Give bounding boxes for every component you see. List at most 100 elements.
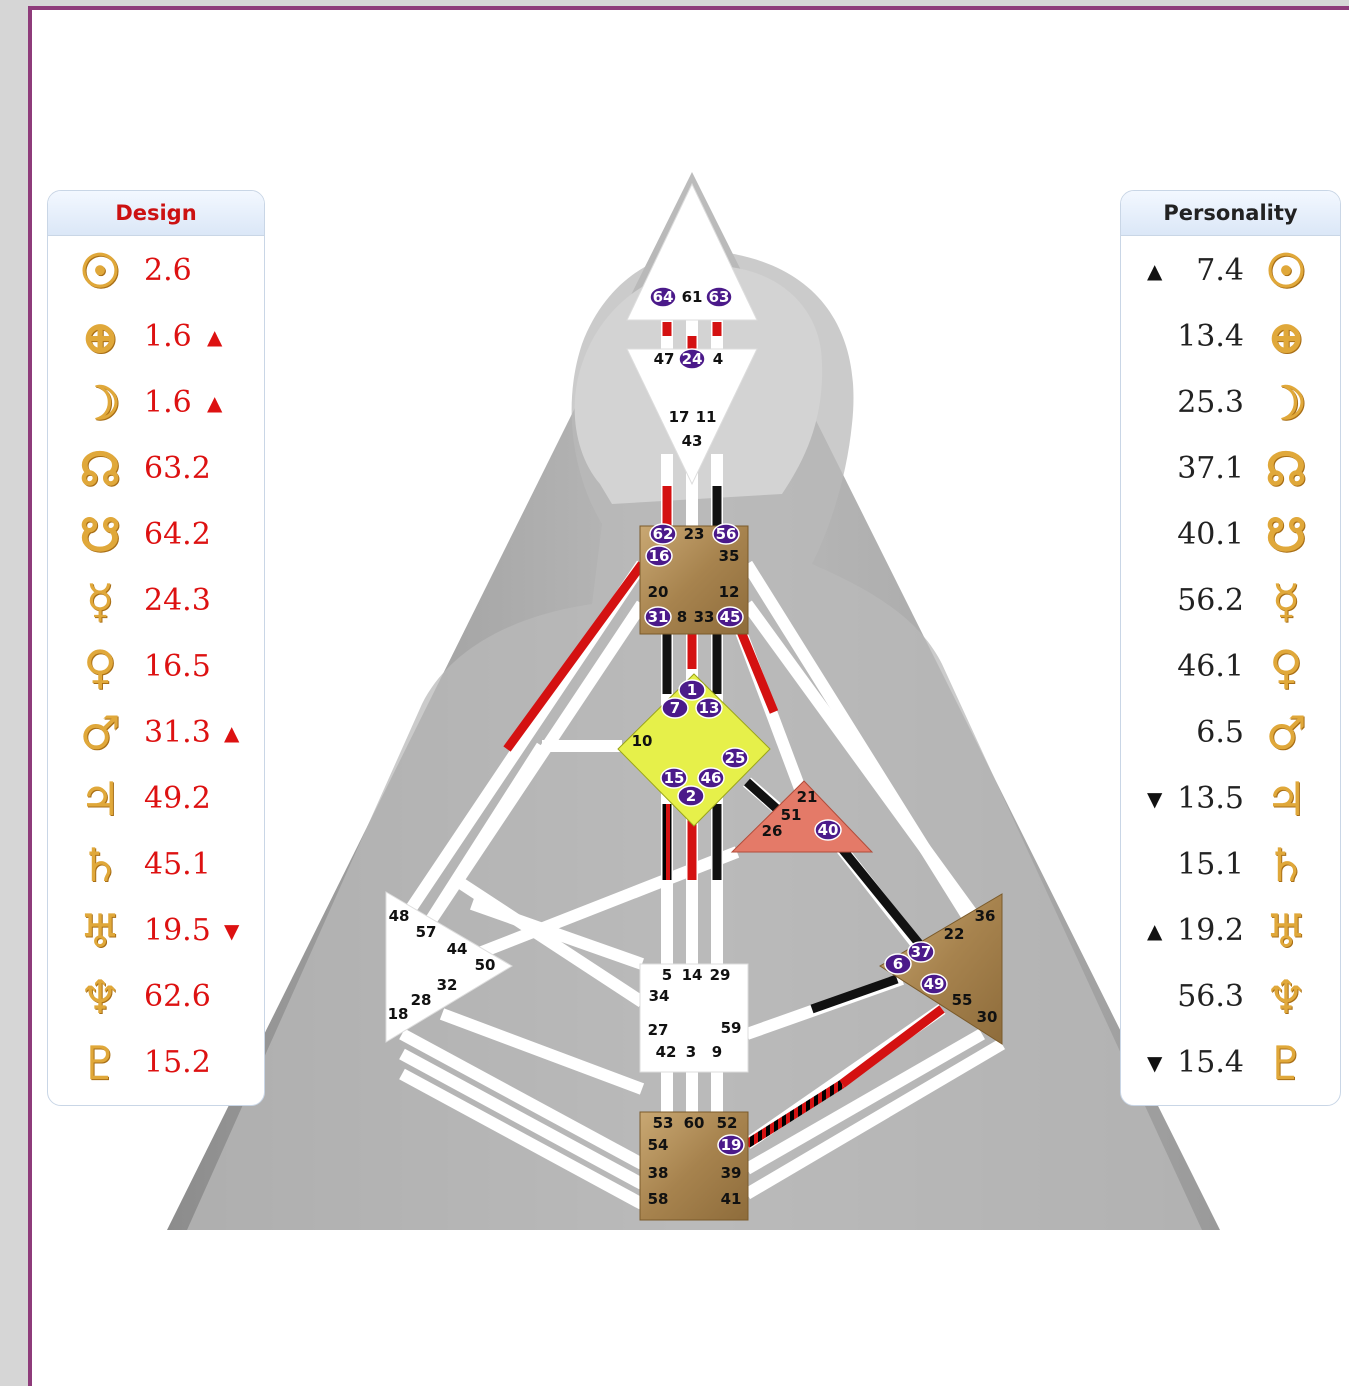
g-center [617,673,771,827]
design-row-pluto: ♇15.2 [48,1033,264,1093]
personality-gate-value: 6.5 [1196,715,1244,750]
design-gate-value: 49.2 [144,781,211,816]
gate-22-label: 22 [944,925,965,943]
gate-10-label: 10 [632,732,653,750]
design-row-mars: ♂31.3▲ [48,703,264,763]
design-row-venus: ♀16.5 [48,637,264,697]
gate-3: 3 [686,1043,696,1061]
gate-55-label: 55 [952,991,973,1009]
personality-gate-value: 25.3 [1177,385,1244,420]
gate-4: 4 [713,350,723,368]
gate-30: 30 [977,1008,998,1026]
design-gate-value: 31.3 [144,715,211,750]
gate-8-label: 8 [677,608,687,626]
gate-24-label: 24 [682,350,703,368]
gate-32: 32 [437,976,458,994]
sun-icon: ☉ [79,244,121,298]
gate-3-label: 3 [686,1043,696,1061]
gate-45: 45 [716,606,744,628]
gate-2-badge [677,785,705,807]
gate-31: 31 [644,606,672,628]
fixing-arrow-icon: ▲ [1147,919,1163,943]
gate-12-label: 12 [719,583,740,601]
gate-60-label: 60 [684,1114,705,1132]
personality-gate-value: 7.4 [1196,253,1244,288]
design-row-mercury: ☿24.3 [48,571,264,631]
gate-39-label: 39 [721,1164,742,1182]
gate-14: 14 [682,966,703,984]
mercury-icon: ☿ [85,574,115,628]
personality-row-neptune: ♆56.3 [1121,967,1340,1027]
gate-38-label: 38 [648,1164,669,1182]
gate-2-label: 2 [686,787,696,805]
moon-icon: ☽ [1265,376,1307,430]
gate-22: 22 [944,925,965,943]
gate-33-label: 33 [694,608,715,626]
personality-row-uranus: ♅19.2▲ [1121,901,1340,961]
gate-64-label: 64 [653,288,674,306]
gate-52: 52 [717,1114,738,1132]
design-gate-value: 1.6 [144,319,192,354]
mars-icon: ♂ [1265,706,1307,760]
gate-31-badge [644,606,672,628]
gate-56-badge [712,523,740,545]
gate-17: 17 [669,408,690,426]
gate-45-label: 45 [720,608,741,626]
gate-41: 41 [721,1190,742,1208]
gate-9-label: 9 [712,1043,722,1061]
gate-37-badge [907,941,935,963]
gate-48-label: 48 [389,907,410,925]
personality-gate-value: 15.4 [1177,1045,1244,1080]
earth-icon: ⊕ [1266,310,1306,364]
personality-gate-value: 37.1 [1177,451,1244,486]
gate-9: 9 [712,1043,722,1061]
solar-plexus-center [879,893,1003,1045]
gate-25-hanging [743,778,781,813]
gate-35: 35 [719,547,740,565]
gate-40-hanging [826,831,938,965]
personality-row-sun: ☉7.4▲ [1121,241,1340,301]
gate-13-badge [695,697,723,719]
gate-44: 44 [447,940,468,958]
gate-57-label: 57 [416,923,437,941]
design-gate-value: 45.1 [144,847,211,882]
gate-6-hanging [810,974,899,1014]
gate-5-label: 5 [662,966,672,984]
personality-gate-value: 19.2 [1177,913,1244,948]
design-row-south-node: ☋64.2 [48,505,264,565]
gate-37: 37 [907,941,935,963]
gate-60: 60 [684,1114,705,1132]
gate-20-label: 20 [648,583,669,601]
gate-59: 59 [721,1019,742,1037]
gate-13: 13 [695,697,723,719]
gate-46-badge [697,767,725,789]
design-gate-value: 16.5 [144,649,211,684]
gate-7: 7 [661,697,689,719]
jupiter-icon: ♃ [1265,772,1307,826]
gate-1: 1 [678,679,706,701]
gate-28-label: 28 [411,991,432,1009]
gate-18: 18 [388,1005,409,1023]
personality-gate-value: 56.2 [1177,583,1244,618]
gate-40-label: 40 [818,821,839,839]
gate-64-badge [649,286,677,308]
spleen-center [385,891,513,1043]
gate-62-badge [649,523,677,545]
gate-59-label: 59 [721,1019,742,1037]
gate-5: 5 [662,966,672,984]
jupiter-icon: ♃ [79,772,121,826]
gate-10: 10 [632,732,653,750]
design-row-saturn: ♄45.1 [48,835,264,895]
gate-15-label: 15 [664,769,685,787]
gate-6-badge [884,953,912,975]
gate-56: 56 [712,523,740,545]
moon-icon: ☽ [79,376,121,430]
south-node-icon: ☋ [1265,508,1307,562]
design-gate-value: 19.5 [144,913,211,948]
gate-52-label: 52 [717,1114,738,1132]
gate-55: 55 [952,991,973,1009]
neptune-icon: ♆ [79,970,121,1024]
gate-11-label: 11 [696,408,717,426]
gate-15: 15 [660,767,688,789]
